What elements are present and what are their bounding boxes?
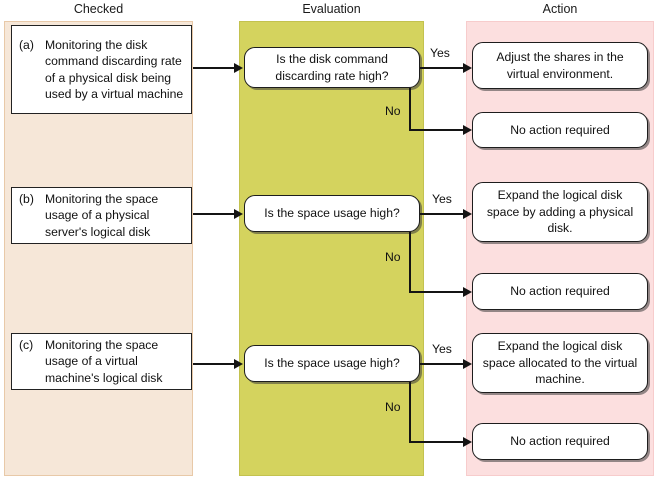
connector-a-checked-to-evaluation (193, 67, 236, 69)
action-box-a-yes: Adjust the shares in the virtual environ… (472, 42, 648, 89)
connector-b-yes (420, 213, 465, 215)
decision-box-b: Is the space usage high? (244, 195, 420, 232)
connector-b-no-horizontal (409, 291, 465, 293)
checked-text-c: Monitoring the space usage of a virtual … (45, 337, 163, 385)
connector-c-no-vertical (409, 382, 411, 443)
checked-box-b: (b) Monitoring the space usage of a phys… (11, 187, 192, 244)
column-band-evaluation (239, 21, 424, 476)
branch-label-c-yes: Yes (432, 342, 452, 356)
arrow-head-b-checked-to-evaluation (234, 208, 243, 219)
connector-b-checked-to-evaluation (193, 213, 236, 215)
checked-tag-b: (b) (19, 191, 34, 206)
checked-tag-a: (a) (19, 37, 34, 52)
checked-box-a: (a) Monitoring the disk command discardi… (11, 25, 192, 114)
arrow-head-a-yes (463, 62, 472, 73)
column-header-checked: Checked (73, 2, 124, 16)
checked-text-a: Monitoring the disk command discarding r… (45, 37, 184, 102)
connector-a-no-horizontal (409, 129, 465, 131)
arrow-head-a-checked-to-evaluation (234, 62, 243, 73)
action-box-b-no: No action required (472, 273, 648, 310)
branch-label-b-no: No (385, 250, 401, 264)
branch-label-a-no: No (385, 104, 401, 118)
branch-label-c-no: No (385, 400, 401, 414)
decision-box-c: Is the space usage high? (244, 345, 420, 382)
arrow-head-b-yes (463, 208, 472, 219)
checked-box-c: (c) Monitoring the space usage of a virt… (11, 333, 192, 390)
decision-box-a: Is the disk command discarding rate high… (244, 47, 420, 88)
connector-a-no-vertical (409, 88, 411, 131)
action-box-a-no: No action required (472, 112, 648, 148)
branch-label-a-yes: Yes (430, 46, 450, 60)
connector-c-yes (420, 363, 465, 365)
connector-c-no-horizontal (409, 441, 465, 443)
action-box-b-yes: Expand the logical disk space by adding … (472, 182, 648, 242)
checked-tag-c: (c) (19, 337, 34, 352)
connector-b-no-vertical (409, 232, 411, 293)
column-header-action: Action (542, 2, 578, 16)
branch-label-b-yes: Yes (432, 192, 452, 206)
arrow-head-c-yes (463, 358, 472, 369)
action-box-c-yes: Expand the logical disk space allocated … (472, 333, 648, 393)
connector-a-yes (420, 67, 465, 69)
column-band-action (466, 21, 654, 476)
connector-c-checked-to-evaluation (193, 363, 236, 365)
arrow-head-a-no (463, 124, 472, 135)
checked-text-b: Monitoring the space usage of a physical… (45, 191, 159, 239)
column-header-evaluation: Evaluation (302, 2, 361, 16)
arrow-head-c-no (463, 436, 472, 447)
action-box-c-no: No action required (472, 423, 648, 460)
arrow-head-c-checked-to-evaluation (234, 358, 243, 369)
arrow-head-b-no (463, 286, 472, 297)
